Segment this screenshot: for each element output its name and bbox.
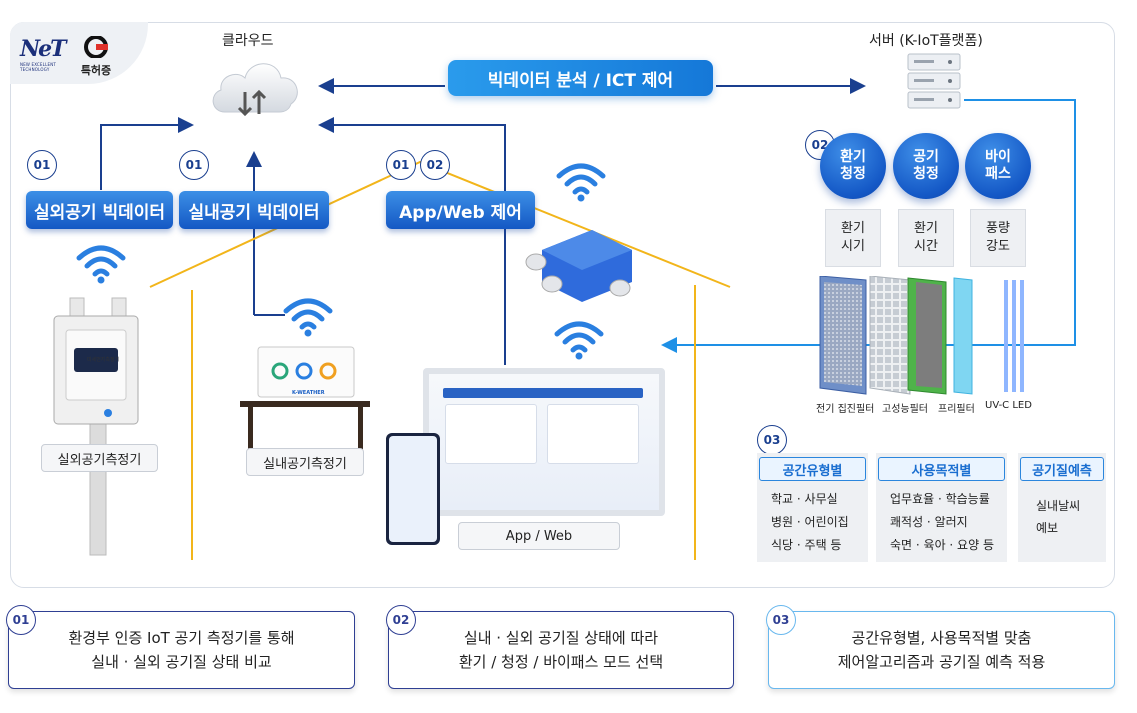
summary-box-02: 실내 · 실외 공기질 상태에 따라 환기 / 청정 / 바이패스 모드 선택 xyxy=(388,611,734,689)
category-head-purpose: 사용목적별 xyxy=(878,457,1005,481)
indoor-meter-label: 실내공기측정기 xyxy=(246,448,364,476)
category-item: 식당 · 주택 등 xyxy=(771,538,842,552)
outdoor-meter-device xyxy=(53,297,139,556)
net-logo-caption: NEW EXCELLENT TECHNOLOGY xyxy=(20,62,57,72)
summary-line: 환경부 인증 IoT 공기 측정기를 통해 xyxy=(68,629,295,647)
filter-label-pre: 프리필터 xyxy=(938,404,975,415)
wifi-icon xyxy=(76,245,126,284)
category-item: 학교 · 사무실 xyxy=(771,492,838,506)
summary-line: 공간유형별, 사용목적별 맞춤 xyxy=(851,629,1032,647)
summary-line: 실내 · 실외 공기질 상태 비교 xyxy=(91,653,272,671)
app-web-label: App / Web xyxy=(458,522,620,550)
filter-label-hepa: 고성능필터 xyxy=(882,404,928,415)
category-item: 예보 xyxy=(1036,521,1059,535)
app-badge-02: 02 xyxy=(420,150,450,180)
filter-label-uvc: UV-C LED xyxy=(985,400,1032,411)
net-logo: NeT NEW EXCELLENT TECHNOLOGY xyxy=(20,36,66,72)
patent-logo: 특허증 xyxy=(76,35,116,78)
monitor-mockup xyxy=(423,368,665,516)
category-item: 업무효율 · 학습능률 xyxy=(890,492,990,506)
net-logo-mark: NeT xyxy=(20,36,66,62)
summary-box-01: 환경부 인증 IoT 공기 측정기를 통해 실내 · 실외 공기질 상태 비교 xyxy=(8,611,355,689)
outdoor-bigdata-pill: 실외공기 빅데이터 xyxy=(26,191,173,229)
mode-air-purify: 공기 청정 xyxy=(893,133,959,199)
category-item: 숙면 · 육아 · 요양 등 xyxy=(890,538,994,552)
app-badge-01: 01 xyxy=(386,150,416,180)
wifi-icon xyxy=(554,321,604,360)
category-item: 쾌적성 · 알러지 xyxy=(890,515,968,529)
cloud-icon xyxy=(212,63,298,117)
bigdata-ict-banner: 빅데이터 분석 / ICT 제어 xyxy=(448,60,713,96)
server-icon xyxy=(907,53,961,109)
wifi-icon xyxy=(556,163,606,202)
mode-bypass: 바이 패스 xyxy=(965,133,1031,199)
ventilator-icon xyxy=(525,230,632,302)
indoor-card xyxy=(445,404,537,464)
server-label: 서버 (K-IoT플랫폼) xyxy=(869,33,983,49)
summary-badge-01: 01 xyxy=(6,605,36,635)
mode-detail-timing: 환기 시기 xyxy=(825,209,881,267)
indoor-meter-device xyxy=(240,346,370,462)
summary-line: 환기 / 청정 / 바이패스 모드 선택 xyxy=(458,653,664,671)
outdoor-meter-label: 실외공기측정기 xyxy=(41,444,158,472)
indoor-device-brand: K-WEATHER xyxy=(292,390,325,396)
mode-detail-airflow: 풍량 강도 xyxy=(970,209,1026,267)
summary-box-03: 공간유형별, 사용목적별 맞춤 제어알고리즘과 공기질 예측 적용 xyxy=(768,611,1115,689)
indoor-badge: 01 xyxy=(179,150,209,180)
category-item: 병원 · 어린이집 xyxy=(771,515,849,529)
category-item: 실내날씨 xyxy=(1036,499,1081,513)
filter-label-electric: 전기 집진필터 xyxy=(816,404,875,415)
indoor-bigdata-pill: 실내공기 빅데이터 xyxy=(179,191,329,229)
category-head-space: 공간유형별 xyxy=(759,457,866,481)
outdoor-card xyxy=(547,404,639,464)
patent-mark-icon xyxy=(84,35,108,59)
cloud-label: 클라우드 xyxy=(222,33,274,49)
patent-label: 특허증 xyxy=(80,64,112,77)
summary-badge-02: 02 xyxy=(386,605,416,635)
summary-badge-03: 03 xyxy=(766,605,796,635)
summary-line: 제어알고리즘과 공기질 예측 적용 xyxy=(837,653,1046,671)
filters-illustration xyxy=(819,276,1024,395)
mode-ventilation: 환기 청정 xyxy=(820,133,886,199)
phone-mockup xyxy=(386,433,440,545)
mode-detail-duration: 환기 시간 xyxy=(898,209,954,267)
categories-badge: 03 xyxy=(757,425,787,455)
outdoor-device-text: 미세먼지측정기 xyxy=(87,357,120,363)
wifi-icon xyxy=(283,298,333,337)
summary-line: 실내 · 실외 공기질 상태에 따라 xyxy=(463,629,659,647)
category-head-forecast: 공기질예측 xyxy=(1020,457,1104,481)
app-web-control-pill: App/Web 제어 xyxy=(386,191,535,229)
outdoor-badge: 01 xyxy=(27,150,57,180)
